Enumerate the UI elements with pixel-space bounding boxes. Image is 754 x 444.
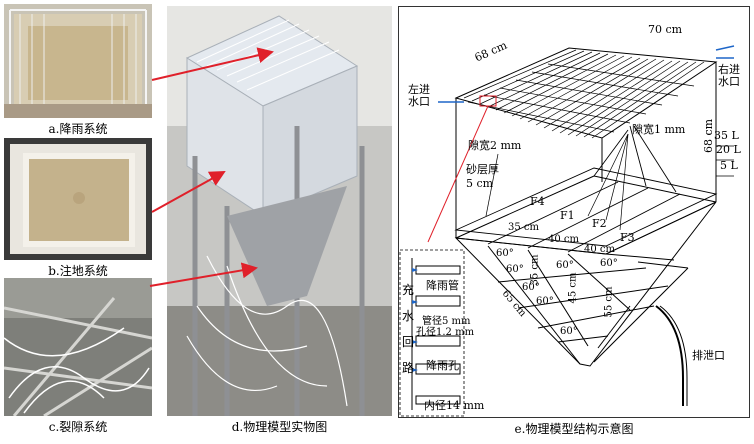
inset-pipe-dia: 管径5 mm [422, 316, 471, 327]
right-inlet-1: 右进 [718, 63, 740, 76]
inset-vertical-2: 水 [402, 309, 415, 323]
inset-vertical-4: 路 [402, 361, 415, 375]
len-35: 35 cm [508, 222, 539, 233]
photo-physical-model [167, 6, 392, 416]
left-inlet-2: 水口 [408, 95, 430, 108]
photo-injection-system [4, 138, 152, 260]
left-inlet-1: 左进 [408, 83, 430, 96]
fracture-f3: F3 [620, 231, 635, 244]
caption-b: b.注地系统 [48, 264, 108, 278]
slope-45: 45 cm [567, 272, 579, 304]
sand-layer-2: 5 cm [466, 177, 494, 190]
angle-6: 60° [536, 296, 554, 307]
inset-rain-pipe: 降雨管 [426, 279, 459, 292]
fracture-f2: F2 [592, 217, 607, 230]
inset-rain-hole: 降雨孔 [426, 359, 459, 372]
gap-1mm-label: 隙宽1 mm [632, 123, 686, 136]
len-40: 40 cm [548, 234, 579, 245]
inset-vertical-1: 充 [402, 283, 415, 297]
caption-d: d.物理模型实物图 [231, 420, 328, 434]
caption-a: a.降雨系统 [48, 122, 108, 136]
caption-c: c.裂隙系统 [48, 420, 108, 434]
fracture-f1: F1 [560, 209, 575, 222]
photo-fracture-system [4, 278, 152, 416]
caption-e: e.物理模型结构示意图 [514, 422, 634, 436]
gap-2mm-label: 隙宽2 mm [468, 139, 522, 152]
angle-5: 60° [600, 258, 618, 269]
photo-rainfall-system [4, 4, 152, 118]
len-40b: 40 cm [584, 244, 615, 255]
dim-top-right: 70 cm [648, 23, 683, 36]
angle-2: 60° [506, 264, 524, 275]
right-inlet-2: 水口 [718, 75, 740, 88]
structure-diagram [398, 6, 750, 418]
inset-vertical-3: 回 [402, 335, 415, 349]
sand-layer-1: 砂层厚 [466, 163, 499, 176]
fracture-f4: F4 [530, 195, 545, 208]
level-5: 5 L [720, 159, 738, 172]
angle-3: 60° [522, 282, 540, 293]
angle-1: 60° [496, 248, 514, 259]
drain-label: 排泄口 [692, 349, 725, 362]
angle-7: 60° [560, 326, 578, 337]
level-35: 35 L [714, 129, 739, 142]
slope-55: 55 cm [603, 286, 615, 318]
inset-inner-dia: 内径14 mm [424, 399, 485, 412]
angle-4: 60° [556, 260, 574, 271]
inset-hole-dia: 孔径1.2 mm [416, 327, 475, 338]
level-20: 20 L [716, 143, 741, 156]
slope-35: 35 cm [529, 254, 541, 286]
pointer-arrows [149, 47, 274, 287]
